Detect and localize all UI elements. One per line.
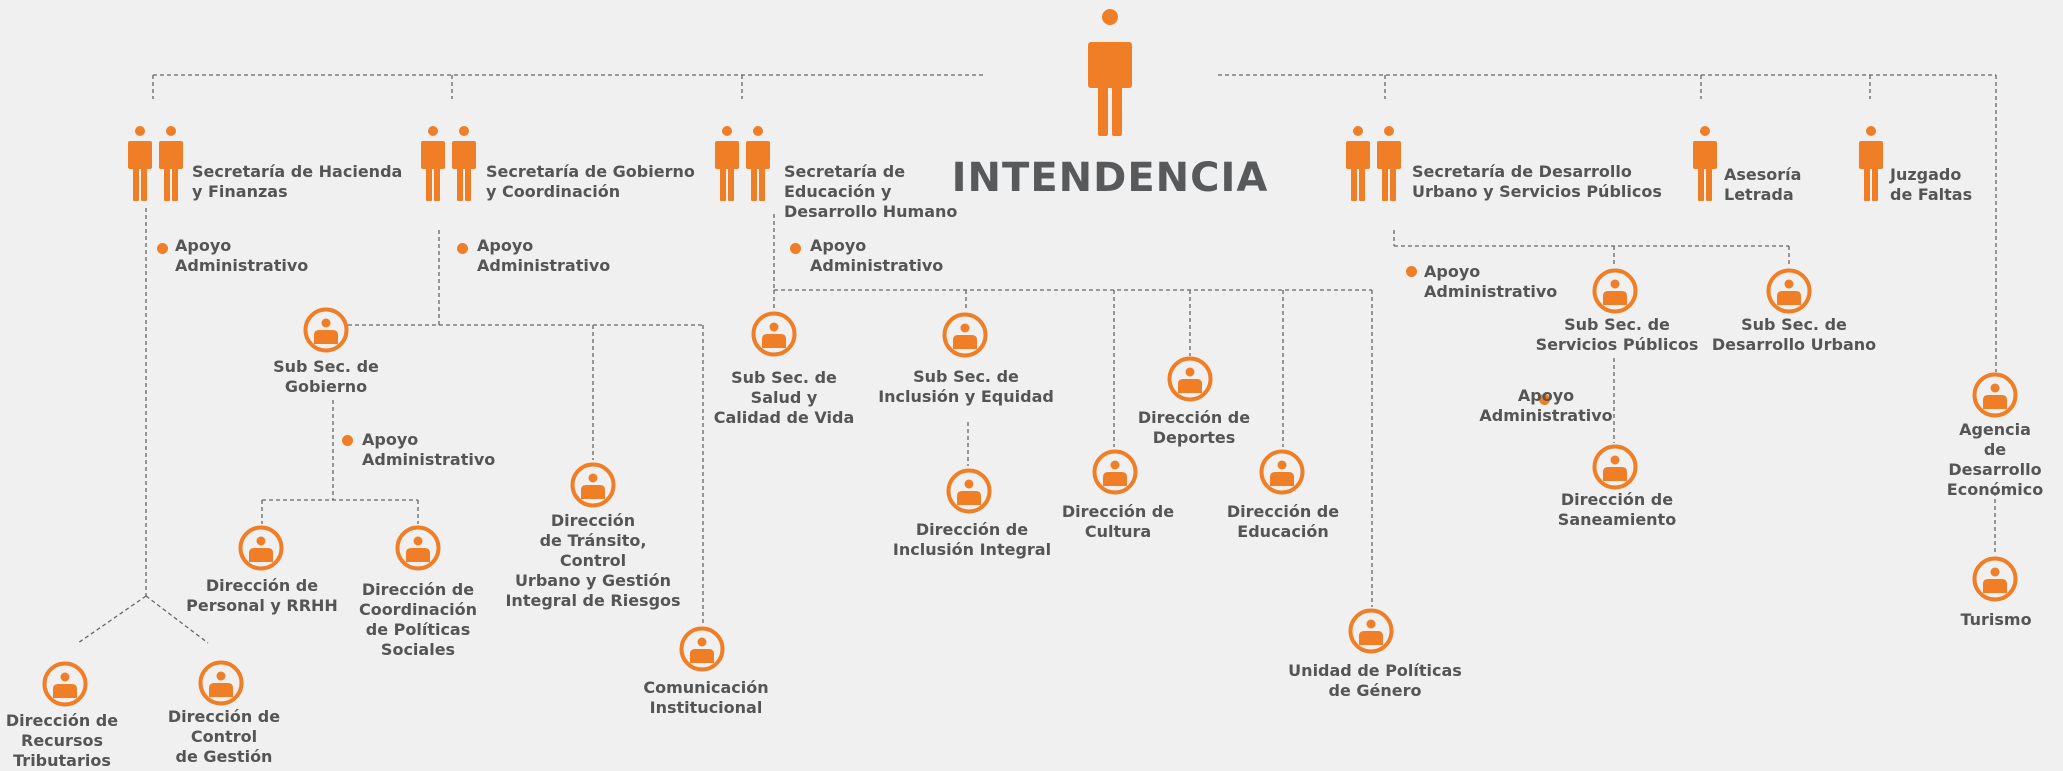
person-circle-icon	[303, 307, 349, 353]
person-icon	[1693, 126, 1717, 201]
juzgado-label: Juzgado de Faltas	[1890, 165, 1973, 204]
connector-line	[145, 595, 209, 644]
turismo-label: Turismo	[1960, 610, 2032, 629]
two-persons-icon	[128, 126, 183, 201]
person-circle-icon	[42, 661, 88, 707]
secretaria-educacion-label: Secretaría de Educación y Desarrollo Hum…	[784, 162, 958, 221]
secretaria-desarrollo-label: Secretaría de Desarrollo Urbano y Servic…	[1412, 162, 1662, 201]
dir-recursos-label: Dirección de Recursos Tributarios	[5, 711, 119, 770]
person-circle-icon	[946, 468, 992, 514]
dir-saneamiento-label: Dirección de Saneamiento	[1557, 490, 1677, 529]
apoyo-hacienda: Apoyo Administrativo	[175, 236, 309, 275]
person-circle-icon	[942, 312, 988, 358]
person-circle-icon	[1092, 449, 1138, 495]
secretaria-hacienda-label: Secretaría de Hacienda y Finanzas	[192, 162, 403, 201]
person-circle-icon	[1766, 268, 1812, 314]
dir-deportes-label: Dirección de Deportes	[1137, 408, 1251, 447]
subsec-servicios-label: Sub Sec. de Servicios Públicos	[1535, 315, 1699, 354]
apoyo-subsec-gobierno: Apoyo Administrativo	[362, 430, 496, 469]
person-circle-icon	[1259, 449, 1305, 495]
comunicacion-label: Comunicación Institucional	[643, 678, 769, 717]
secretaria-gobierno-label: Secretaría de Gobierno y Coordinación	[486, 162, 695, 201]
asesoria-label: Asesoría Letrada	[1724, 165, 1802, 204]
bullet-dot-icon	[1406, 266, 1417, 277]
root-title: INTENDENCIA	[951, 155, 1269, 201]
connector-line	[77, 595, 147, 644]
subsec-salud-label: Sub Sec. de Salud y Calidad de Vida	[713, 368, 855, 427]
person-icon	[1859, 126, 1883, 201]
apoyo-gobierno: Apoyo Administrativo	[477, 236, 611, 275]
person-circle-icon	[1167, 356, 1213, 402]
root-person-icon	[1088, 9, 1132, 136]
two-persons-icon	[421, 126, 476, 201]
apoyo-educacion: Apoyo Administrativo	[810, 236, 944, 275]
subsec-urbano-label: Sub Sec. de Desarrollo Urbano	[1711, 315, 1877, 354]
person-circle-icon	[395, 525, 441, 571]
apoyo-desarrollo: Apoyo Administrativo	[1424, 262, 1558, 301]
subsec-inclusion-label: Sub Sec. de Inclusión y Equidad	[878, 367, 1054, 406]
dir-educacion-label: Dirección de Educación	[1226, 502, 1340, 541]
person-circle-icon	[1972, 556, 2018, 602]
two-persons-icon	[1346, 126, 1401, 201]
bullet-dot-icon	[157, 243, 168, 254]
unidad-genero-label: Unidad de Políticas de Género	[1288, 661, 1462, 700]
dir-control-label: Dirección de Control de Gestión	[167, 707, 281, 766]
apoyo-servicios: Apoyo Administrativo	[1479, 386, 1613, 425]
two-persons-icon	[715, 126, 770, 201]
person-circle-icon	[1592, 444, 1638, 490]
bullet-dot-icon	[1539, 394, 1550, 405]
person-circle-icon	[198, 660, 244, 706]
dir-inclusion-label: Dirección de Inclusión Integral	[892, 520, 1052, 559]
subsec-gobierno-label: Sub Sec. de Gobierno	[273, 357, 379, 396]
dir-cultura-label: Dirección de Cultura	[1061, 502, 1175, 541]
person-circle-icon	[238, 525, 284, 571]
person-circle-icon	[679, 626, 725, 672]
dir-personal-label: Dirección de Personal y RRHH	[186, 576, 338, 615]
dir-transito-label: Dirección de Tránsito, Control Urbano y …	[505, 511, 681, 610]
bullet-dot-icon	[790, 243, 801, 254]
person-circle-icon	[1592, 268, 1638, 314]
person-circle-icon	[1972, 372, 2018, 418]
person-circle-icon	[1348, 608, 1394, 654]
person-circle-icon	[570, 462, 616, 508]
bullet-dot-icon	[342, 435, 353, 446]
bullet-dot-icon	[457, 243, 468, 254]
agencia-label: Agencia de Desarrollo Económico	[1946, 420, 2044, 499]
dir-coordinacion-label: Dirección de Coordinación de Políticas S…	[358, 580, 478, 659]
person-circle-icon	[751, 311, 797, 357]
